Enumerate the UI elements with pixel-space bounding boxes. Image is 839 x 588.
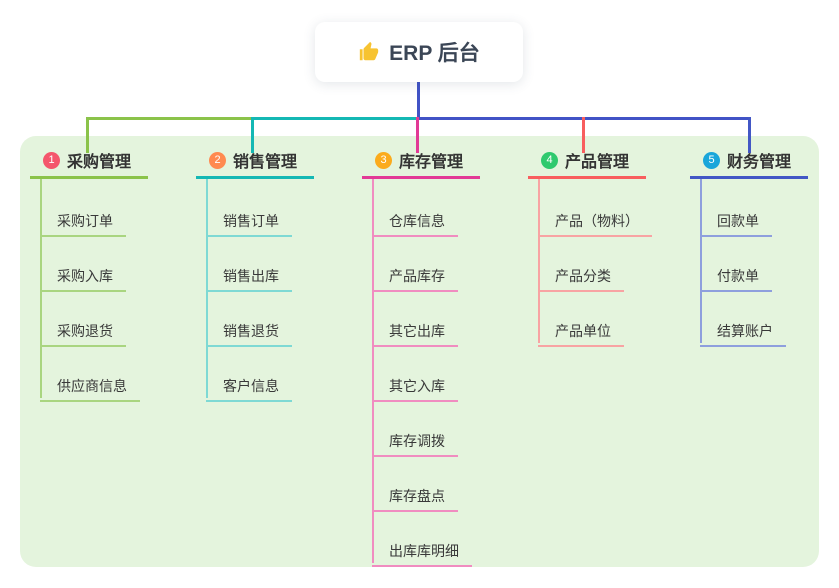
thumbs-up-icon (358, 41, 380, 63)
branches-background-panel (20, 136, 819, 567)
root-node-title: ERP 后台 (389, 42, 480, 65)
connector-drop-product (582, 117, 585, 153)
child-node[interactable]: 仓库信息 (372, 201, 458, 237)
branch-sales: 2 销售管理 销售订单 销售出库 销售退货 客户信息 (196, 148, 356, 402)
branch-badge-2: 2 (209, 151, 226, 169)
child-node[interactable]: 销售订单 (206, 201, 292, 237)
branch-node-product[interactable]: 4 产品管理 (528, 148, 688, 172)
root-node[interactable]: ERP 后台 (315, 22, 523, 82)
branch-node-sales[interactable]: 2 销售管理 (196, 148, 356, 172)
child-node[interactable]: 销售出库 (206, 256, 292, 292)
child-node[interactable]: 供应商信息 (40, 366, 140, 402)
child-node[interactable]: 回款单 (700, 201, 772, 237)
branch-inventory: 3 库存管理 仓库信息 产品库存 其它出库 其它入库 库存调拨 库存盘点 出库库… (362, 148, 522, 567)
child-node[interactable]: 付款单 (700, 256, 772, 292)
connector-drop-finance (748, 117, 751, 153)
connector-horizontal-segment-teal (253, 117, 418, 120)
child-node[interactable]: 库存调拨 (372, 421, 458, 457)
branch-badge-3: 3 (375, 151, 392, 169)
child-node[interactable]: 其它入库 (372, 366, 458, 402)
branch-underline (528, 176, 646, 179)
branch-node-finance[interactable]: 5 财务管理 (690, 148, 839, 172)
child-node[interactable]: 产品库存 (372, 256, 458, 292)
branch-node-purchase[interactable]: 1 采购管理 (30, 148, 190, 172)
child-node[interactable]: 销售退货 (206, 311, 292, 347)
child-node[interactable]: 采购入库 (40, 256, 126, 292)
branch-label: 销售管理 (233, 154, 298, 171)
branch-label: 库存管理 (399, 154, 464, 171)
connector-drop-purchase (86, 117, 89, 153)
branch-underline (30, 176, 148, 179)
connector-drop-sales (251, 117, 254, 153)
child-node[interactable]: 客户信息 (206, 366, 292, 402)
branch-underline (362, 176, 480, 179)
branch-purchase: 1 采购管理 采购订单 采购入库 采购退货 供应商信息 (30, 148, 190, 402)
branch-badge-1: 1 (43, 151, 60, 169)
child-node[interactable]: 采购退货 (40, 311, 126, 347)
child-node[interactable]: 出库库明细 (372, 531, 472, 567)
branch-children-connector (206, 179, 208, 398)
branch-children-connector (700, 179, 702, 343)
branch-node-inventory[interactable]: 3 库存管理 (362, 148, 522, 172)
branch-underline (690, 176, 808, 179)
child-node[interactable]: 产品（物料） (538, 201, 652, 237)
branch-label: 采购管理 (67, 154, 132, 171)
child-node[interactable]: 库存盘点 (372, 476, 458, 512)
branch-label: 财务管理 (727, 154, 792, 171)
branch-underline (196, 176, 314, 179)
child-node[interactable]: 产品单位 (538, 311, 624, 347)
child-node[interactable]: 采购订单 (40, 201, 126, 237)
branch-badge-4: 4 (541, 151, 558, 169)
connector-drop-inventory (416, 117, 419, 153)
branch-finance: 5 财务管理 回款单 付款单 结算账户 (690, 148, 839, 347)
child-node[interactable]: 其它出库 (372, 311, 458, 347)
connector-horizontal-segment-green (86, 117, 253, 120)
branch-children-connector (538, 179, 540, 343)
child-node[interactable]: 产品分类 (538, 256, 624, 292)
child-node[interactable]: 结算账户 (700, 311, 786, 347)
connector-trunk-drop (417, 82, 420, 118)
branch-children-connector (372, 179, 374, 563)
branch-product: 4 产品管理 产品（物料） 产品分类 产品单位 (528, 148, 688, 347)
branch-badge-5: 5 (703, 151, 720, 169)
branch-children-connector (40, 179, 42, 398)
branch-label: 产品管理 (565, 154, 630, 171)
